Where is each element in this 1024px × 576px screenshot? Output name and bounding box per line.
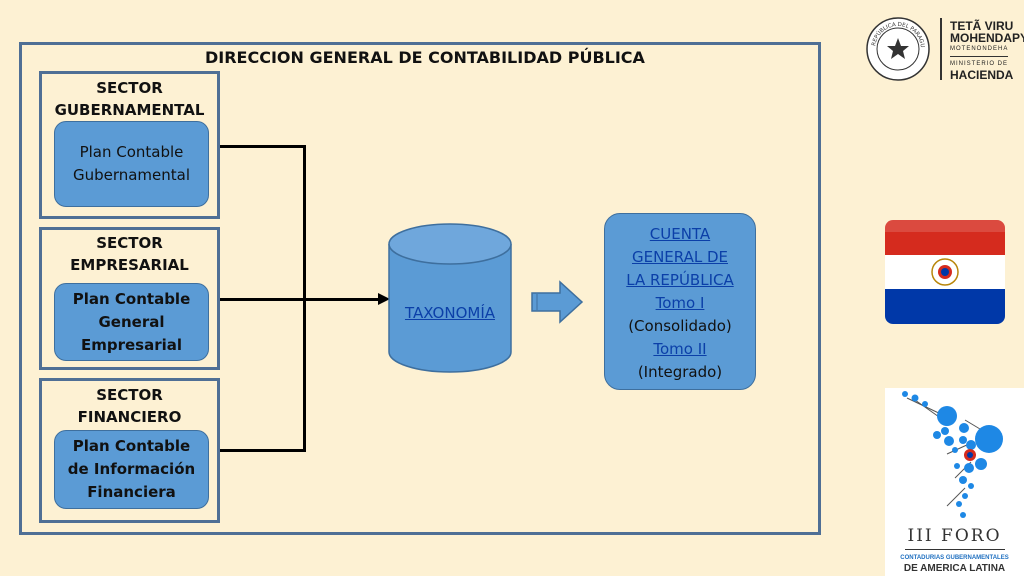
plan-line: Financiera	[87, 483, 176, 501]
sector-title-line: FINANCIERO	[77, 408, 182, 426]
plan-line: Plan Contable	[72, 437, 191, 455]
ministry-text: HACIENDA	[950, 68, 1014, 82]
foro-subtitle-2: DE AMERICA LATINA	[903, 563, 1006, 574]
plan-line: Plan Contable	[79, 143, 184, 161]
plan-contable-empresarial-box: Plan Contable General Empresarial	[54, 283, 209, 361]
connector-line	[220, 298, 382, 301]
taxonomy-link[interactable]: TAXONOMÍA	[404, 304, 496, 322]
cuenta-general-box: CUENTA GENERAL DE LA REPÚBLICA Tomo I (C…	[604, 213, 756, 390]
cuenta-general-link[interactable]: CUENTA	[649, 225, 711, 243]
tomo-i-link[interactable]: Tomo I	[655, 294, 705, 312]
sector-title-line: SECTOR	[96, 234, 163, 252]
plan-line: de Información	[67, 460, 196, 478]
cuenta-general-link[interactable]: LA REPÚBLICA	[626, 271, 734, 289]
sector-title-line: SECTOR	[96, 386, 163, 404]
sector-empresarial-title: SECTOR EMPRESARIAL	[39, 232, 220, 276]
foro-divider	[905, 549, 1005, 550]
ministry-text: MOTENONDEHA	[950, 46, 1009, 52]
paraguay-flag-icon	[885, 220, 1005, 324]
ministry-logo-text: TETÃ VIRU MOHENDAPY MOTENONDEHA MINISTER…	[950, 20, 1024, 81]
tomo-ii-link[interactable]: Tomo II	[653, 340, 707, 358]
branding-divider	[940, 18, 942, 80]
latin-america-dots-icon	[902, 391, 1003, 518]
sector-financiero-title: SECTOR FINANCIERO	[39, 384, 220, 428]
sector-gubernamental-frame	[39, 71, 220, 219]
sector-title-line: EMPRESARIAL	[70, 256, 189, 274]
ministry-text: TETÃ VIRU	[950, 19, 1014, 33]
plan-line: General	[98, 312, 165, 331]
foro-title: III FORO	[907, 526, 1002, 546]
main-frame	[19, 42, 821, 535]
plan-line: Empresarial	[80, 335, 183, 354]
block-arrow-icon	[531, 280, 584, 324]
ministry-text: MOHENDAPY	[950, 31, 1024, 45]
sector-title-line: GUBERNAMENTAL	[54, 101, 205, 119]
ministry-text: MINISTERIO DE	[950, 61, 1009, 67]
database-cylinder-icon	[388, 223, 512, 373]
plan-line: Plan Contable	[72, 289, 191, 308]
sector-gubernamental-title: SECTOR GUBERNAMENTAL	[39, 77, 220, 121]
integrado-label: (Integrado)	[637, 363, 723, 381]
paraguay-seal-icon: REPÚBLICA DEL PARAGUAY	[865, 16, 930, 81]
plan-line: Gubernamental	[72, 166, 191, 184]
arrowhead-icon	[378, 293, 390, 305]
sector-empresarial-frame	[39, 227, 220, 370]
connector-line	[220, 449, 306, 452]
diagram-title: DIRECCION GENERAL DE CONTABILIDAD PÚBLIC…	[205, 48, 645, 67]
foro-subtitle-1: CONTADURIAS GUBERNAMENTALES	[900, 555, 1009, 561]
consolidado-label: (Consolidado)	[628, 317, 732, 335]
ministry-divider	[950, 56, 1008, 57]
sector-financiero-frame	[39, 378, 220, 523]
sector-title-line: SECTOR	[96, 79, 163, 97]
connector-line	[220, 145, 306, 148]
plan-contable-gubernamental-box: Plan Contable Gubernamental	[54, 121, 209, 207]
plan-contable-financiero-box: Plan Contable de Información Financiera	[54, 430, 209, 509]
cuenta-general-link[interactable]: GENERAL DE	[631, 248, 729, 266]
